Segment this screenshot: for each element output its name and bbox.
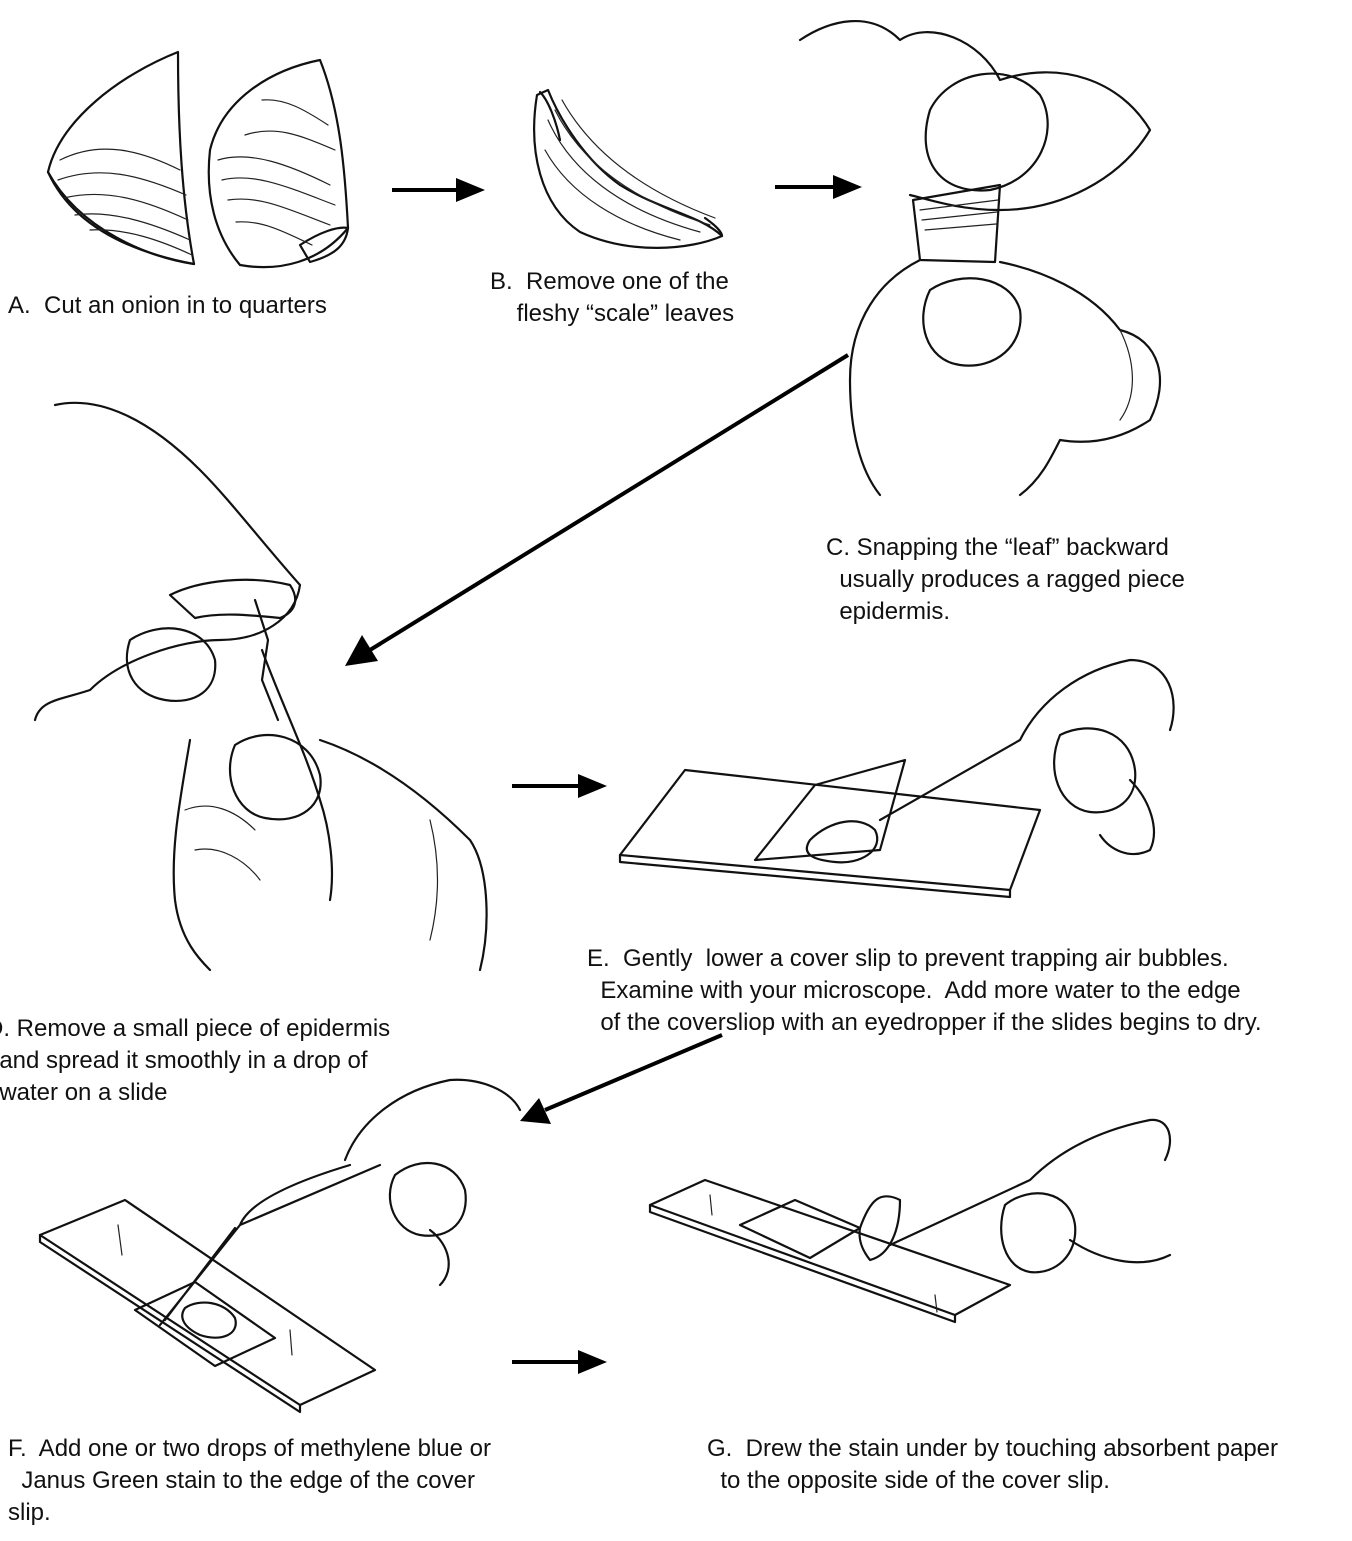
arrow-b-to-c — [775, 175, 862, 199]
arrow-c-to-d — [345, 355, 848, 666]
caption-step-c: C. Snapping the “leaf” backward usually … — [826, 532, 1185, 628]
drawing-stain-under-drawing — [650, 1120, 1170, 1322]
caption-step-g: G. Drew the stain under by touching abso… — [707, 1433, 1278, 1497]
onion-quarters-drawing — [48, 52, 348, 267]
caption-step-b: B. Remove one of the fleshy “scale” leav… — [490, 266, 734, 330]
arrow-e-to-f — [520, 1035, 722, 1124]
arrow-f-to-g — [512, 1350, 607, 1374]
arrow-d-to-e — [512, 774, 607, 798]
adding-stain-drawing — [40, 1080, 520, 1412]
hands-peeling-epidermis-drawing — [35, 403, 487, 970]
caption-step-d: D. Remove a small piece of epidermis and… — [0, 1013, 390, 1109]
hands-snapping-leaf-drawing — [800, 21, 1160, 495]
scale-leaf-drawing — [534, 90, 722, 248]
caption-step-a: A. Cut an onion in to quarters — [8, 290, 327, 322]
arrow-a-to-b — [392, 178, 485, 202]
lowering-cover-slip-drawing — [620, 660, 1174, 897]
caption-step-f: F. Add one or two drops of methylene blu… — [8, 1433, 491, 1529]
caption-step-e: E. Gently lower a cover slip to prevent … — [587, 943, 1262, 1039]
